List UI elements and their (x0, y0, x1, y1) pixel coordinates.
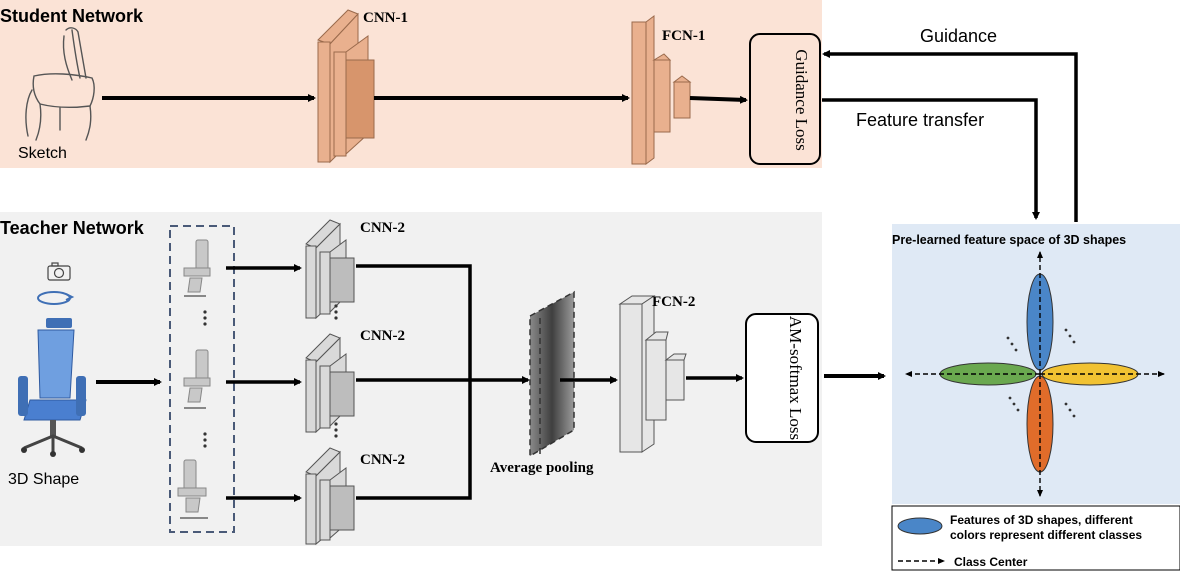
feature-transfer-arrow (822, 98, 1040, 220)
class-center-axes (905, 251, 1165, 497)
rotate-icon (37, 291, 75, 305)
rendered-views-container (169, 225, 235, 533)
cnn-1-block (317, 9, 375, 164)
fcn-2-label: FCN-2 (652, 294, 695, 310)
student-network-title: Student Network (0, 6, 144, 26)
cnn-ellipsis (334, 304, 338, 438)
sketch-label: Sketch (18, 145, 67, 162)
cnn-2-block (305, 219, 355, 320)
fcn-1-label: FCN-1 (662, 28, 705, 44)
3d-shape-label: 3D Shape (8, 471, 79, 488)
cnn-2-label: CNN-2 (360, 220, 405, 236)
am-softmax-loss-label: AM-softmax Loss (786, 316, 805, 440)
fcn-1-block (631, 15, 692, 165)
3d-chair-icon (18, 318, 87, 457)
feature-transfer-label: Feature transfer (856, 110, 984, 130)
sketch-chair-icon (25, 27, 95, 141)
legend-features-line2: colors represent different classes (950, 528, 1142, 542)
cnn2-merge-line (356, 380, 472, 500)
cnn-2-label: CNN-2 (360, 452, 405, 468)
guidance-loss-label: Guidance Loss (792, 49, 811, 151)
camera-icon (47, 262, 71, 281)
average-pooling-block (529, 290, 575, 458)
teacher-network-title: Teacher Network (0, 218, 145, 238)
legend-features-label: Features of 3D shapes, different colors … (950, 513, 1142, 542)
legend-feature-swatch (897, 517, 943, 535)
cnn-2-label: CNN-2 (360, 328, 405, 344)
guidance-arrow (822, 50, 1078, 222)
fcn1-to-loss-arrow (689, 95, 748, 104)
legend-features-line1: Features of 3D shapes, different (950, 513, 1133, 527)
views-ellipsis (203, 310, 207, 448)
cnn-1-label: CNN-1 (363, 10, 408, 26)
cnn-2-block (305, 333, 355, 434)
cnn2-merge-line (356, 264, 472, 380)
am-softmax-loss-box (745, 313, 819, 443)
cnn-2-block (305, 447, 355, 546)
average-pooling-label: Average pooling (490, 460, 594, 476)
guidance-loss-box (749, 33, 821, 165)
feature-space-title: Pre-learned feature space of 3D shapes (892, 233, 1126, 247)
cluster-ellipsis (1006, 328, 1076, 418)
guidance-label: Guidance (920, 26, 997, 46)
rendered-view-chair-icon (183, 239, 211, 297)
fcn-2-block (618, 295, 687, 453)
legend-center-label: Class Center (954, 555, 1028, 569)
rendered-view-chair-icon (177, 459, 208, 519)
rendered-view-chair-icon (183, 349, 211, 409)
